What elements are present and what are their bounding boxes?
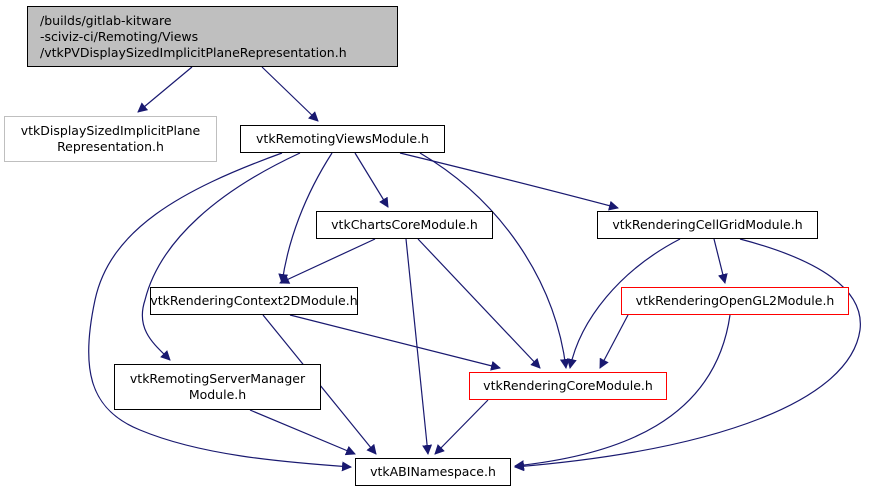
node-vtkRemotingServerManagerModule[interactable]: vtkRemotingServerManager Module.h [114,364,321,410]
edge-ccm-to-rcm [417,238,541,369]
edge-rcgm-to-rcm [566,238,681,369]
node-vtkRenderingCoreModule[interactable]: vtkRenderingCoreModule.h [469,372,667,400]
node-vtkRenderingContext2DModule[interactable]: vtkRenderingContext2DModule.h [150,287,358,315]
edge-rvm-to-rc2d [278,152,333,284]
edge-rogl-to-abi [514,314,731,471]
edge-rsm-to-abi [249,409,356,456]
edge-root-to-rvm [261,66,319,122]
node-vtkRenderingCellGridModule[interactable]: vtkRenderingCellGridModule.h [597,211,818,239]
node-root-file[interactable]: /builds/gitlab-kitware -sciviz-ci/Remoti… [27,6,398,67]
edge-rvm-to-abi [88,152,352,472]
edge-rvm-to-rcm [419,152,570,369]
edge-rvm-to-rcgm [399,152,619,211]
node-vtkRenderingOpenGL2Module[interactable]: vtkRenderingOpenGL2Module.h [621,287,849,315]
node-vtkRemotingViewsModule[interactable]: vtkRemotingViewsModule.h [240,125,445,153]
node-vtkDisplaySizedImplicitPlaneRepresentation[interactable]: vtkDisplaySizedImplicitPlane Representat… [4,116,217,162]
node-vtkABINamespace[interactable]: vtkABINamespace.h [355,458,511,486]
edge-root-to-dsipr [137,66,193,113]
edge-rvm-to-rsm [141,152,301,361]
edge-rcgm-to-abi [514,238,861,472]
edge-rvm-to-ccm [354,152,389,208]
edge-rcm-to-abi [434,399,489,455]
node-vtkChartsCoreModule[interactable]: vtkChartsCoreModule.h [316,211,493,239]
edge-rcgm-to-rogl [713,238,728,284]
edge-rc2d-to-rcm [289,314,501,371]
edge-rogl-to-rcm [599,314,629,369]
edge-ccm-to-rc2d [279,238,376,284]
